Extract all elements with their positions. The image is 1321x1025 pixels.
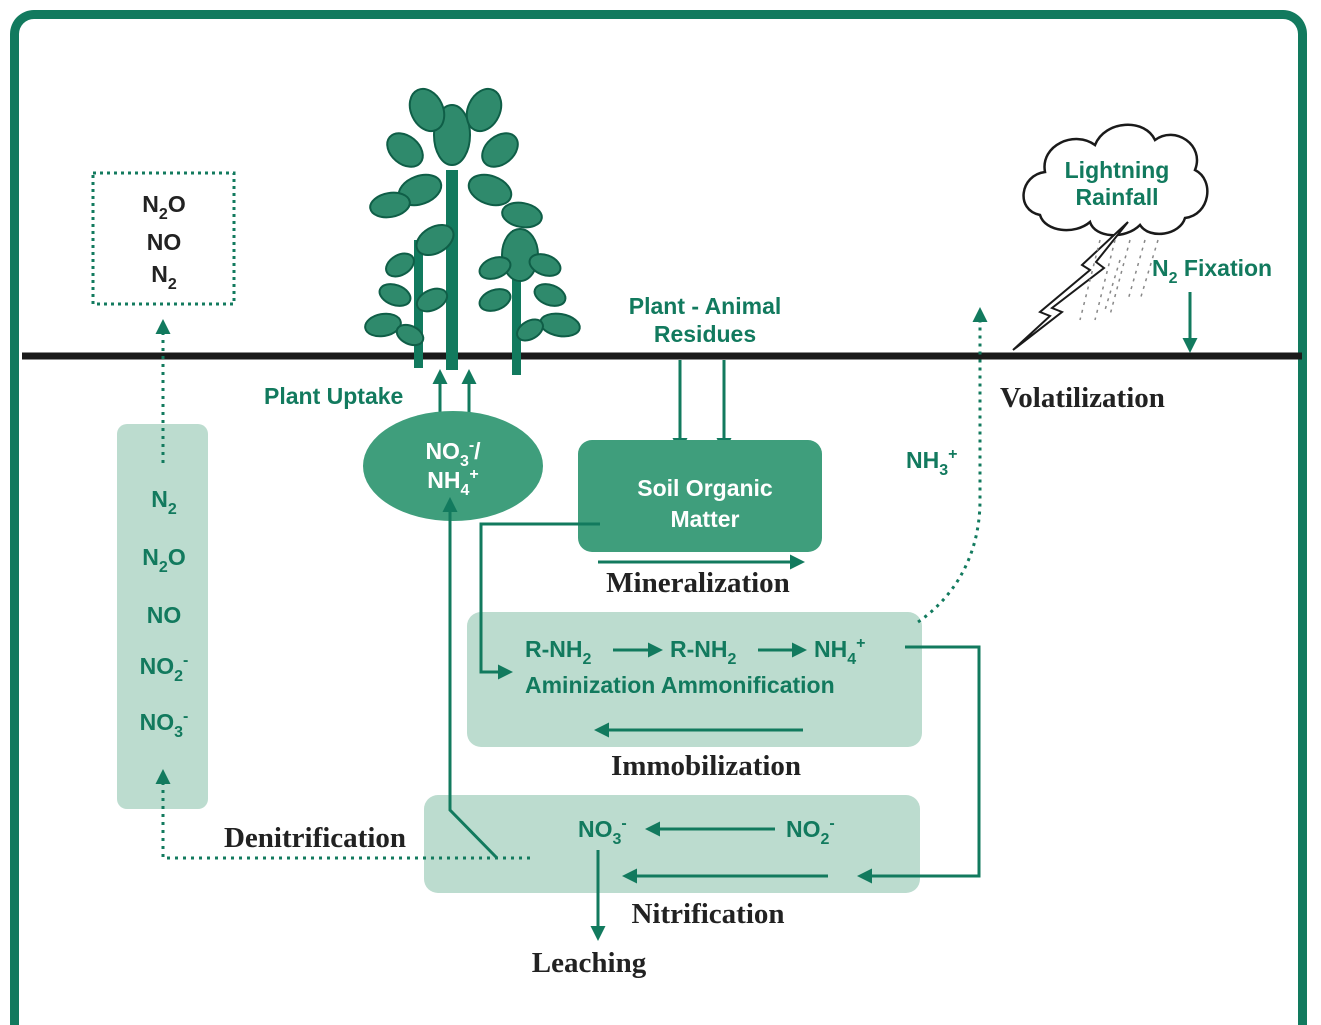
plant-uptake-label: Plant Uptake xyxy=(264,383,403,409)
nitrate-to-plant-arrow xyxy=(442,497,499,860)
aminization-ammonification-label: Aminization Ammonification xyxy=(525,672,835,698)
residues-line1: Plant - Animal xyxy=(629,293,782,319)
som-line1: Soil Organic xyxy=(637,475,773,501)
nh3-label: NH3+ xyxy=(906,446,957,479)
lightning-bolt-icon xyxy=(1012,221,1129,351)
soil-organic-matter-node xyxy=(578,440,822,552)
som-line2: Matter xyxy=(670,506,739,532)
denitrification-arrow xyxy=(155,769,530,860)
gas-n2o: N2O xyxy=(142,191,185,223)
nitrification-panel xyxy=(424,795,920,893)
n2-fixation-label: N2 Fixation xyxy=(1152,255,1272,287)
mineralization-label: Mineralization xyxy=(606,567,790,599)
plant-illustration xyxy=(364,87,581,375)
denitrification-products: N2 N2O NO NO2- NO3- xyxy=(140,486,189,741)
cloud-icon xyxy=(1022,123,1209,237)
denitrification-label: Denitrification xyxy=(224,822,406,854)
aminization-panel xyxy=(467,612,922,747)
denitrification-panel xyxy=(117,424,208,809)
denit-no: NO xyxy=(147,602,182,628)
cloud-line1: Lightning xyxy=(1065,157,1170,183)
plant-available-n-node xyxy=(363,411,543,521)
leaching-label: Leaching xyxy=(532,947,647,979)
residues-line2: Residues xyxy=(654,321,756,347)
atmosphere-gases-list: N2O NO N2 xyxy=(142,191,185,293)
gas-no: NO xyxy=(147,229,182,255)
immobilization-label: Immobilization xyxy=(611,750,801,782)
cloud-line2: Rainfall xyxy=(1075,184,1158,210)
som-to-aminization-arrow xyxy=(479,522,600,680)
volatilization-label: Volatilization xyxy=(1000,382,1165,414)
rain-icon xyxy=(1079,239,1159,321)
atmosphere-gases-box xyxy=(91,171,236,306)
nh4-to-nitrification-arrow xyxy=(857,645,981,884)
gas-n2: N2 xyxy=(151,261,177,293)
nitrification-label: Nitrification xyxy=(631,898,784,930)
